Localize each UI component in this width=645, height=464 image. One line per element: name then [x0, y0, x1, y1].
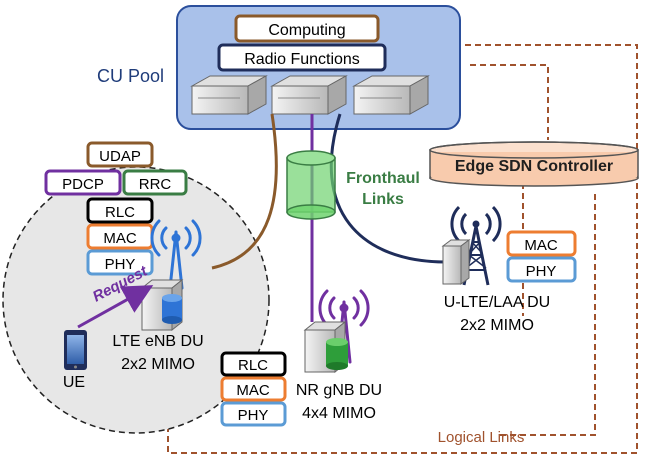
- nr-phy-box: [220, 401, 287, 427]
- cu-server-1: [190, 75, 268, 115]
- ue-phone-icon: [64, 330, 87, 370]
- nr-mac-label: MAC: [236, 382, 270, 399]
- lte-phy-box: [86, 249, 154, 276]
- logical-links-lines: [167, 44, 638, 454]
- ulte-du-label-line2: 2x2 MIMO: [460, 317, 534, 334]
- nr-du-label-line2: 4x4 MIMO: [302, 405, 376, 422]
- lte-antenna-icon: [150, 219, 202, 290]
- cu-server-2: [270, 75, 348, 115]
- computing-box: [234, 14, 380, 43]
- pdcp-box: [44, 169, 122, 196]
- lte-rlc-box: [86, 197, 154, 224]
- logical-links-label: Logical Links: [438, 429, 525, 446]
- pdcp-label: PDCP: [62, 176, 104, 193]
- ulte-phy-box: [506, 256, 577, 283]
- nr-du-label-line1: NR gNB DU: [296, 382, 382, 399]
- ulte-du-label-line1: U-LTE/LAA DU: [444, 294, 550, 311]
- fronthaul-cylinder: [286, 150, 336, 220]
- lte-phy-label: PHY: [105, 256, 136, 273]
- nr-antenna-icon: [318, 289, 370, 364]
- fronthaul-link-lte: [211, 113, 278, 270]
- nr-phy-label: PHY: [238, 407, 269, 424]
- nr-mac-box: [220, 376, 287, 402]
- fronthaul-link-ulte: [329, 113, 447, 264]
- sdn-label: Edge SDN Controller: [455, 158, 613, 175]
- ulte-phy-label: PHY: [526, 263, 557, 280]
- udap-label: UDAP: [99, 148, 141, 165]
- fronthaul-label-line2: Links: [362, 191, 404, 208]
- edge-sdn-controller: [429, 141, 639, 187]
- ulte-du-server-icon: [441, 239, 471, 285]
- lte-mac-label: MAC: [103, 230, 137, 247]
- cu-server-3: [352, 75, 430, 115]
- request-arrow: [77, 285, 154, 329]
- rrc-label: RRC: [139, 176, 172, 193]
- lte-du-label-line1: LTE eNB DU: [112, 333, 203, 350]
- radio-functions-box: [217, 43, 387, 72]
- nr-du-server-icon: [303, 320, 348, 374]
- radio-functions-label: Radio Functions: [244, 51, 360, 68]
- udap-box: [86, 141, 154, 168]
- computing-label: Computing: [268, 22, 345, 39]
- nr-rlc-label: RLC: [238, 357, 268, 374]
- ulte-mac-box: [506, 230, 577, 257]
- lte-rlc-label: RLC: [105, 204, 135, 221]
- ue-label: UE: [63, 374, 85, 391]
- fronthaul-label-line1: Fronthaul: [346, 170, 420, 187]
- rrc-box: [122, 169, 188, 196]
- nr-rlc-box: [220, 351, 287, 377]
- cu-pool-label: CU Pool: [97, 66, 164, 86]
- ulte-tower-icon: [450, 205, 502, 286]
- lte-du-label-line2: 2x2 MIMO: [121, 356, 195, 373]
- ulte-mac-label: MAC: [524, 237, 558, 254]
- lte-du-server-icon: [140, 278, 184, 332]
